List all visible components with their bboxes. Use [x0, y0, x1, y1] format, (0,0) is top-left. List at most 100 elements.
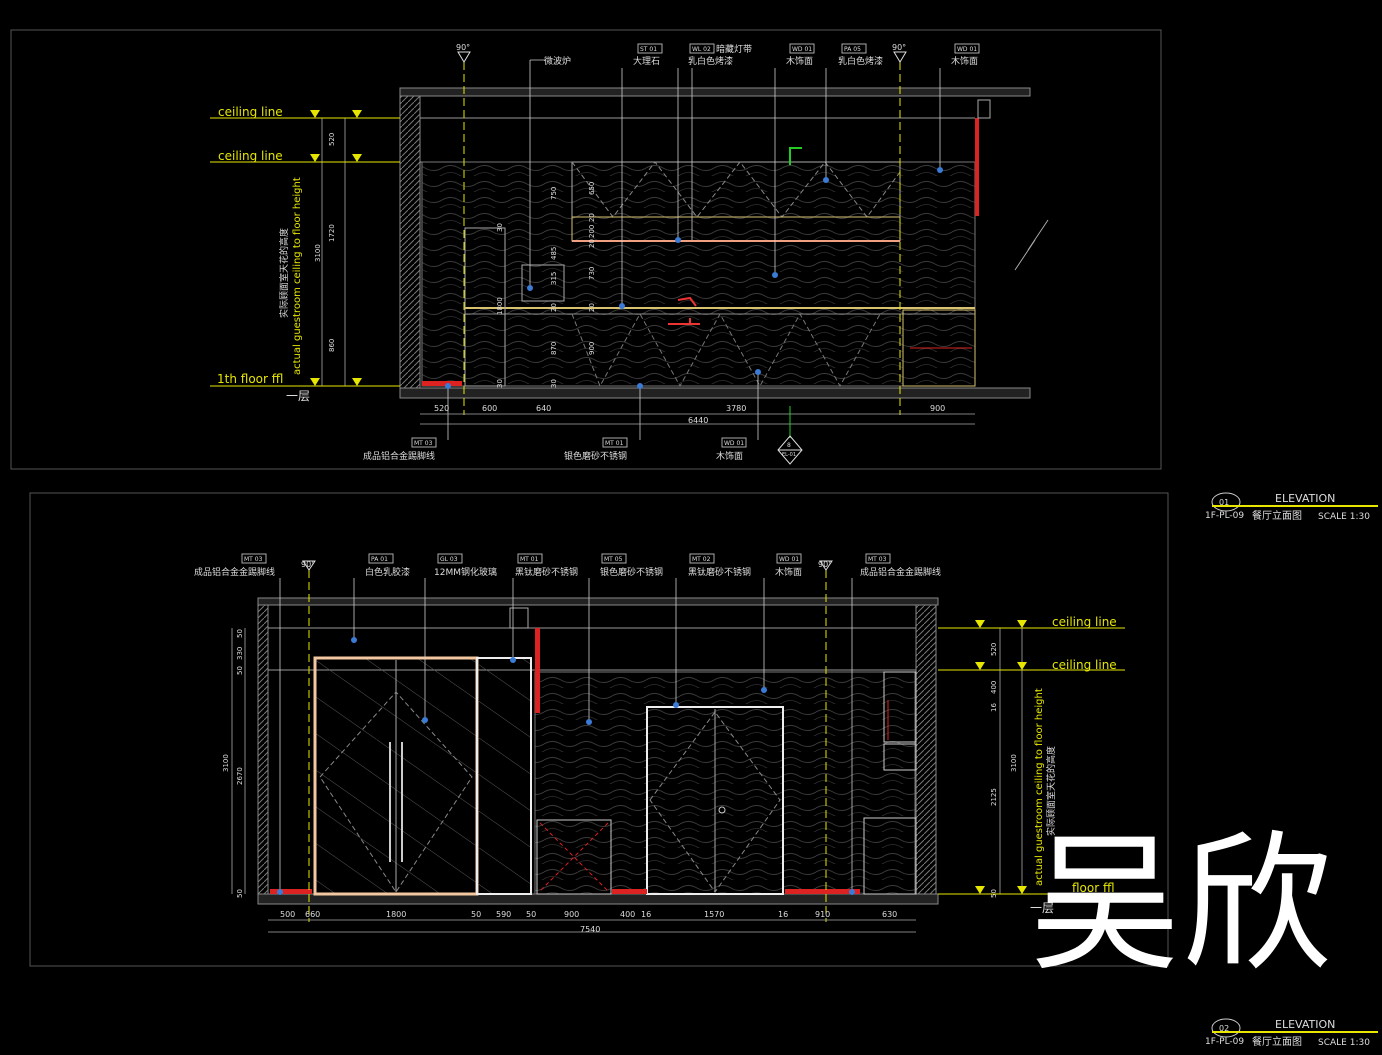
top-vent [977, 99, 991, 119]
bottom-dim-4: 50 [471, 910, 481, 919]
title-01-title: ELEVATION [1275, 492, 1335, 505]
top-green-marker [789, 147, 802, 165]
bottom-right-dim-4: 2125 [990, 788, 998, 806]
bottom-dim-9: 16 [641, 910, 651, 919]
top-callout-wood-2: 木饰面 [951, 55, 978, 67]
title-02-num: 02 [1219, 1024, 1229, 1033]
bottom-angle-left: 90° [301, 560, 315, 569]
top-vertical-label: actual guestroom ceiling to floor height [292, 177, 303, 375]
top-inner-dim-2: 650 [588, 182, 596, 195]
top-left-dim-4: 3100 [314, 244, 322, 262]
bottom-left-wall [257, 597, 269, 895]
bottom-wood-wall [534, 671, 916, 895]
top-inner-dim-4: 200 [588, 225, 596, 238]
bottom-vertical-label: actual guestroom ceiling to floor height [1034, 688, 1045, 886]
bottom-vent [509, 607, 529, 629]
top-lower-swing [571, 312, 881, 388]
top-leader-dots [445, 167, 943, 389]
top-bottom-code-1: MT 03 [414, 440, 433, 447]
top-callout-code-4: PA 05 [844, 46, 861, 53]
bottom-callout-3: 12MM钢化玻璃 [434, 566, 497, 578]
top-left-wall [399, 87, 421, 389]
top-callout-paint-2: 乳白色烤漆 [838, 55, 883, 67]
top-bottom-code-2: MT 01 [605, 440, 624, 447]
top-bottom-dim-1: 520 [434, 404, 449, 413]
top-inner-dim-11: 1800 [496, 297, 504, 315]
top-inner-dim-1: 750 [550, 187, 558, 200]
bottom-right-mid-shelf [883, 743, 917, 771]
bottom-callout-4: 黑钛磨砂不锈钢 [515, 566, 578, 578]
bottom-main-door [646, 706, 784, 895]
bottom-floor-cn: 一层 [1030, 901, 1054, 915]
top-section-num: 8 [787, 442, 791, 449]
top-side-cabinet [902, 309, 976, 387]
title-block-02 [1211, 1018, 1378, 1038]
bottom-code-8: MT 03 [868, 556, 887, 563]
title-02-sheet: 1F-PL-09 [1205, 1037, 1244, 1047]
bottom-skirting-right [785, 889, 860, 894]
top-break-line [1014, 219, 1049, 271]
bottom-right-dim-2: 400 [990, 681, 998, 694]
top-bottom-dim-3: 640 [536, 404, 551, 413]
top-section-ref: EL-01 [782, 452, 796, 458]
bottom-dim-13: 630 [882, 910, 897, 919]
bottom-leader-dots [277, 637, 855, 895]
title-01-sheet: 1F-PL-09 [1205, 511, 1244, 521]
title-block-01 [1211, 492, 1378, 512]
top-callout-led: 暗藏灯带 [716, 43, 752, 55]
top-bottom-dim-4: 3780 [726, 404, 746, 413]
top-bottom-callout-1: 成品铝合金踢脚线 [363, 450, 435, 462]
bottom-callout-8: 成品铝合金金踢脚线 [860, 566, 941, 578]
top-left-dim-2: 1720 [328, 224, 336, 242]
bottom-callout-7: 木饰面 [775, 566, 802, 578]
bottom-callout-5: 银色磨砂不锈钢 [600, 566, 663, 578]
bottom-angle-right: 90° [818, 560, 832, 569]
top-bottom-code-3: WD 01 [724, 440, 744, 447]
bottom-level-markers [302, 560, 1125, 895]
top-angle-right: 90° [892, 43, 906, 52]
top-angle-left: 90° [456, 43, 470, 52]
top-floor-label: 1th floor ffl [217, 372, 283, 386]
bottom-door-knob-icon [718, 806, 726, 814]
top-inner-dim-13: 900 [588, 342, 596, 355]
top-bottom-callout-2: 银色磨砂不锈钢 [564, 450, 627, 462]
top-inner-dim-15: 30 [496, 379, 504, 388]
bottom-right-upper-shelf [883, 671, 917, 743]
top-floor-cn: 一层 [286, 389, 310, 403]
title-01-scale: SCALE 1:30 [1318, 512, 1370, 522]
top-callout-code-5: WD 01 [957, 46, 977, 53]
top-wood-wall [421, 161, 976, 387]
top-callout-microwave: 微波炉 [544, 55, 571, 67]
bottom-frame [29, 492, 1169, 967]
top-inner-dim-9: 730 [588, 267, 596, 280]
top-callout-tags [411, 43, 980, 448]
watermark-text: 吴欣 [1030, 818, 1335, 992]
bottom-elevation [29, 492, 1169, 967]
top-left-dim-3: 860 [328, 339, 336, 352]
bottom-code-1: MT 03 [244, 556, 263, 563]
top-ceiling-label-1: ceiling line [218, 105, 283, 119]
bottom-dim-7: 900 [564, 910, 579, 919]
bottom-dim-12: 910 [815, 910, 830, 919]
bottom-left-dim-5: 3100 [222, 754, 230, 772]
title-02-scale: SCALE 1:30 [1318, 1038, 1370, 1048]
bottom-code-3: GL 03 [440, 556, 458, 563]
bottom-right-dim-5: 3100 [1010, 754, 1018, 772]
top-inner-dim-12: 870 [550, 342, 558, 355]
top-inner-dim-3: 20 [588, 213, 596, 222]
top-red-trim [975, 118, 979, 216]
bottom-dim-2: 660 [305, 910, 320, 919]
bottom-callout-6: 黑钛磨砂不锈钢 [688, 566, 751, 578]
bottom-leaders [279, 578, 853, 892]
bottom-floor-label: floor ffl [1072, 881, 1115, 895]
bottom-right-dim-6: 50 [990, 889, 998, 898]
bottom-code-6: MT 02 [692, 556, 711, 563]
top-inner-dim-5: 20 [588, 239, 596, 248]
bottom-left-dim-2: 330 [236, 647, 244, 660]
top-ceiling-slab [399, 87, 1031, 97]
top-callout-paint: 乳白色烤漆 [688, 55, 733, 67]
top-inner-dim-14: 30 [496, 223, 504, 232]
title-01-num: 01 [1219, 498, 1229, 507]
bottom-code-7: WD 01 [779, 556, 799, 563]
bottom-left-dim-3: 50 [236, 666, 244, 675]
